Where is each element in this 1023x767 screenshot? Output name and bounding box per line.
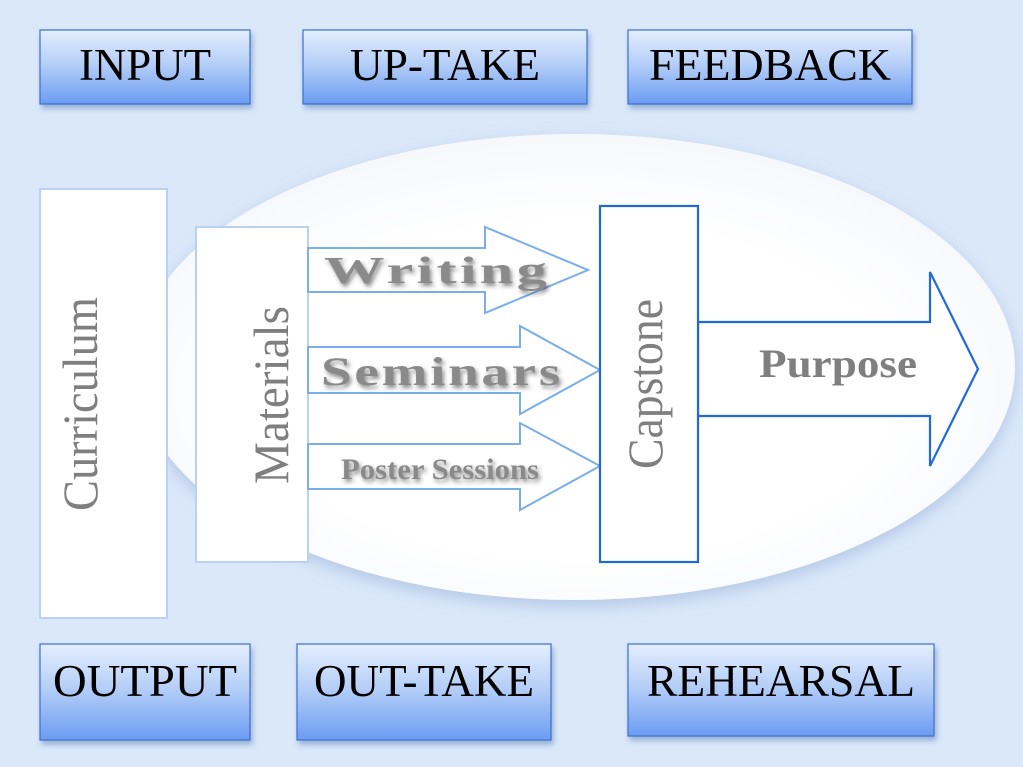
outtake-box: OUT-TAKE (296, 643, 552, 741)
seminars-arrow: Seminars (307, 324, 603, 416)
input-box: INPUT (39, 29, 251, 105)
purpose-label: Purpose (759, 341, 917, 386)
capstone-box: Capstone (598, 204, 700, 564)
seminars-label: Seminars (321, 349, 563, 394)
outtake-label: OUT-TAKE (314, 656, 534, 706)
purpose-arrow: Purpose (696, 271, 980, 467)
rehearsal-label: REHEARSAL (647, 656, 915, 706)
feedback-box: FEEDBACK (627, 29, 913, 105)
curriculum-box: Curriculum (39, 188, 168, 619)
rehearsal-box: REHEARSAL (627, 643, 935, 737)
output-box: OUTPUT (39, 643, 251, 741)
writing-label: Writing (324, 250, 550, 292)
capstone-label: Capstone (617, 299, 673, 469)
poster-sessions-label: Poster Sessions (341, 453, 539, 486)
feedback-label: FEEDBACK (649, 40, 892, 90)
output-label: OUTPUT (53, 656, 237, 706)
materials-label: Materials (243, 306, 299, 484)
poster-sessions-arrow: Poster Sessions (307, 421, 603, 512)
uptake-box: UP-TAKE (302, 29, 588, 105)
input-label: INPUT (79, 40, 211, 90)
curriculum-label: Curriculum (52, 297, 108, 511)
writing-arrow: Writing (307, 225, 591, 315)
materials-box: Materials (195, 226, 309, 563)
uptake-label: UP-TAKE (350, 40, 540, 90)
